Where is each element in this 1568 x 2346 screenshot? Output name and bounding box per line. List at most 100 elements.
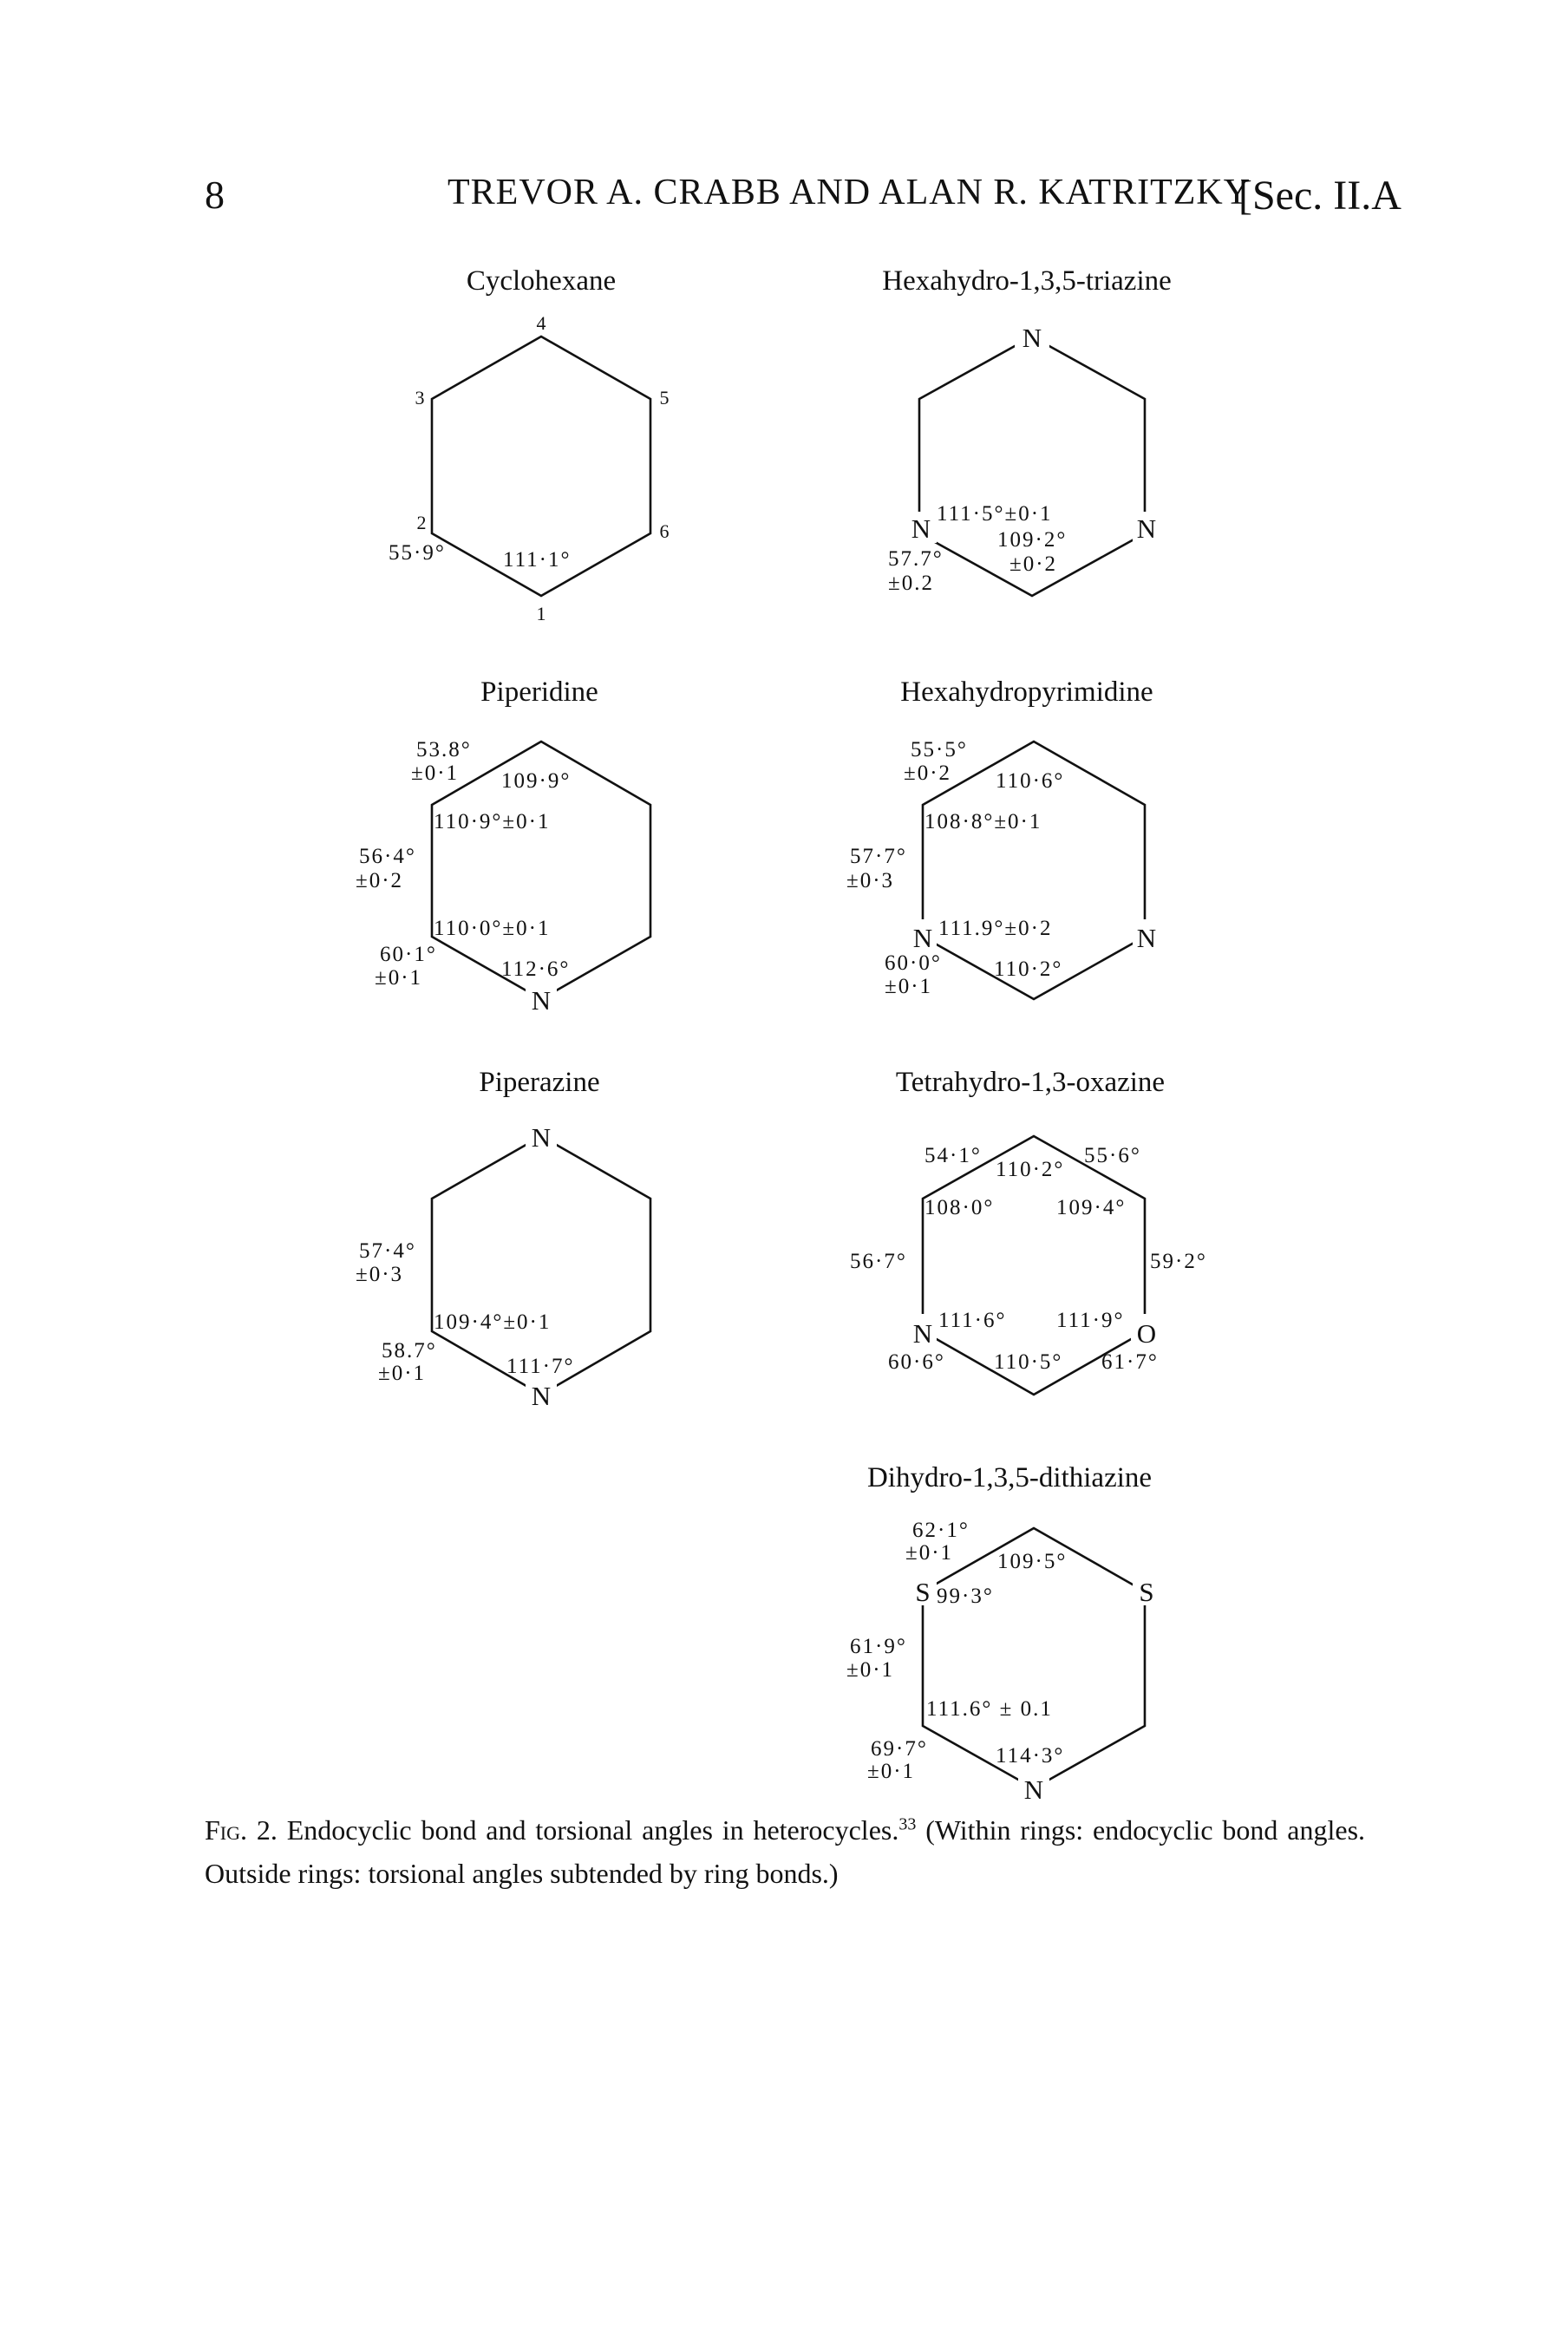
bond-angle: 110·2° xyxy=(994,957,1062,981)
atom-label: 4 xyxy=(537,312,546,334)
molecule-title: Piperazine xyxy=(479,1067,599,1098)
torsion-angle-error: ±0·2 xyxy=(904,761,951,785)
bond-angle: 111·6° xyxy=(938,1309,1006,1332)
torsion-angle-error: ±0·1 xyxy=(905,1541,953,1565)
torsion-angle: 58.7° xyxy=(382,1339,437,1363)
molecule-cyclohexane: Cyclohexane 4 3 5 2 6 1 55·9° 111·1° xyxy=(389,265,670,624)
molecule-hexahydropyrimidine: Hexahydropyrimidine N N 55·5° ±0·2 110·6… xyxy=(846,676,1160,1001)
bond-angle: 111·1° xyxy=(503,548,571,572)
bond-angle: 112·6° xyxy=(501,957,570,981)
atom-nitrogen: N xyxy=(532,1122,551,1153)
torsion-angle-error: ±0·1 xyxy=(867,1760,915,1783)
bond-angle: 99·3° xyxy=(937,1585,994,1608)
torsion-angle: 57.7° xyxy=(888,547,944,571)
bond-angle: 114·3° xyxy=(996,1744,1064,1768)
atom-nitrogen: N xyxy=(913,1318,932,1349)
torsion-angle-error: ±0·1 xyxy=(378,1362,426,1385)
bond-angle: 111.6° ± 0.1 xyxy=(926,1697,1053,1721)
torsion-angle: 56·7° xyxy=(850,1250,907,1273)
caption-text-2: (Within rings: endocyclic bond angles. O… xyxy=(205,1814,1366,1889)
atom-label: 2 xyxy=(417,512,427,533)
molecule-title: Hexahydro-1,3,5-triazine xyxy=(882,265,1172,297)
bond-angle: 109·4°±0·1 xyxy=(434,1310,551,1334)
figure-caption: Fig. 2. Endocyclic bond and torsional an… xyxy=(205,1808,1365,1895)
torsion-angle: 61·7° xyxy=(1101,1350,1159,1374)
atom-label: 5 xyxy=(660,387,670,408)
torsion-angle-error: ±0·3 xyxy=(356,1263,403,1286)
atom-nitrogen: N xyxy=(1137,923,1156,953)
torsion-angle: 61·9° xyxy=(850,1635,907,1658)
torsion-angle: 55·6° xyxy=(1084,1144,1141,1167)
atom-nitrogen: N xyxy=(1137,513,1156,544)
bond-angle: 110·6° xyxy=(996,769,1064,793)
bond-angle: 108·0° xyxy=(924,1196,994,1219)
molecule-piperazine: Piperazine N N 57·4° ±0·3 109·4°±0·1 58.… xyxy=(356,1067,652,1411)
hexagon-ring xyxy=(921,740,1147,1001)
bond-angle: 109·4° xyxy=(1056,1196,1126,1219)
torsion-angle-error: ±0·1 xyxy=(411,761,459,785)
reference-superscript: 33 xyxy=(898,1814,917,1834)
torsion-angle: 69·7° xyxy=(871,1737,928,1761)
atom-nitrogen: N xyxy=(532,985,551,1016)
bond-angle: 110·5° xyxy=(994,1350,1062,1374)
caption-text: Endocyclic bond and torsional angles in … xyxy=(286,1814,899,1846)
molecule-title: Hexahydropyrimidine xyxy=(900,676,1153,708)
bond-angle: 111·9° xyxy=(1056,1309,1124,1332)
torsion-angle: 57·4° xyxy=(359,1239,416,1263)
bond-angle-error: ±0·2 xyxy=(1009,552,1057,576)
atom-nitrogen: N xyxy=(1024,1774,1043,1804)
molecule-title: Tetrahydro-1,3-oxazine xyxy=(896,1067,1165,1098)
torsion-angle: 59·2° xyxy=(1150,1250,1207,1273)
hexagon-ring xyxy=(430,335,652,598)
bond-angle: 108·8°±0·1 xyxy=(924,810,1042,833)
torsion-angle: 62·1° xyxy=(912,1519,970,1542)
atom-label: 1 xyxy=(537,603,546,624)
atom-oxygen: O xyxy=(1137,1318,1156,1349)
bond-angle: 110·0°±0·1 xyxy=(434,917,550,940)
molecule-dihydro-dithiazine: Dihydro-1,3,5-dithiazine S S N 62·1° ±0·… xyxy=(846,1462,1160,1804)
torsion-angle: 60·0° xyxy=(885,951,942,975)
torsion-angle: 60·1° xyxy=(380,943,437,966)
bond-angle: 109·2° xyxy=(997,528,1067,552)
atom-sulfur: S xyxy=(915,1577,930,1607)
atom-nitrogen: N xyxy=(1022,323,1042,353)
bond-angle: 111·7° xyxy=(506,1355,574,1378)
molecule-title: Dihydro-1,3,5-dithiazine xyxy=(867,1462,1152,1493)
figure-label: Fig. 2. xyxy=(205,1814,278,1846)
atom-sulfur: S xyxy=(1139,1577,1153,1607)
torsion-angle: 60·6° xyxy=(888,1350,945,1374)
atom-label: 6 xyxy=(660,520,670,542)
atom-nitrogen: N xyxy=(913,923,932,953)
page-number: 8 xyxy=(205,173,225,217)
bond-angle: 110·2° xyxy=(996,1158,1064,1181)
torsion-angle-error: ±0·1 xyxy=(846,1658,894,1682)
torsion-angle: 57·7° xyxy=(850,845,907,868)
molecule-title: Piperidine xyxy=(480,676,598,708)
hexagon-ring xyxy=(921,1134,1147,1396)
running-head: TREVOR A. CRABB AND ALAN R. KATRITZKY xyxy=(448,173,1251,212)
bond-angle: 109·9° xyxy=(501,769,571,793)
atom-label: 3 xyxy=(415,387,425,408)
figure-2: Cyclohexane 4 3 5 2 6 1 55·9° 111·1° Hex… xyxy=(356,265,1207,1804)
bond-angle: 111·5°±0·1 xyxy=(937,502,1053,526)
section-reference: [Sec. II.A xyxy=(1238,173,1401,219)
molecule-tetrahydro-oxazine: Tetrahydro-1,3-oxazine N O 54·1° 110·2° … xyxy=(850,1067,1207,1396)
molecule-hexahydro-triazine: Hexahydro-1,3,5-triazine N N N 111·5°±0·… xyxy=(882,265,1172,598)
bond-angle: 110·9°±0·1 xyxy=(434,810,550,833)
torsion-angle-error: ±0·3 xyxy=(846,869,894,892)
torsion-angle: 54·1° xyxy=(924,1144,982,1167)
torsion-angle-error: ±0·2 xyxy=(356,869,403,892)
torsion-angle-error: ±0·1 xyxy=(885,975,932,998)
molecule-piperidine: Piperidine N 53.8° ±0·1 109·9° 110·9°±0·… xyxy=(356,676,652,1016)
atom-nitrogen: N xyxy=(911,513,931,544)
torsion-angle: 56·4° xyxy=(359,845,416,868)
bond-angle: 111.9°±0·2 xyxy=(938,917,1052,940)
torsion-angle: 55·9° xyxy=(389,541,446,565)
molecule-title: Cyclohexane xyxy=(467,265,616,297)
torsion-angle-error: ±0·1 xyxy=(375,966,422,990)
hexagon-ring xyxy=(918,335,1147,598)
torsion-angle: 55·5° xyxy=(911,738,968,761)
atom-nitrogen: N xyxy=(532,1381,551,1411)
bond-angle: 109·5° xyxy=(997,1550,1067,1573)
torsion-angle-error: ±0.2 xyxy=(888,572,934,595)
